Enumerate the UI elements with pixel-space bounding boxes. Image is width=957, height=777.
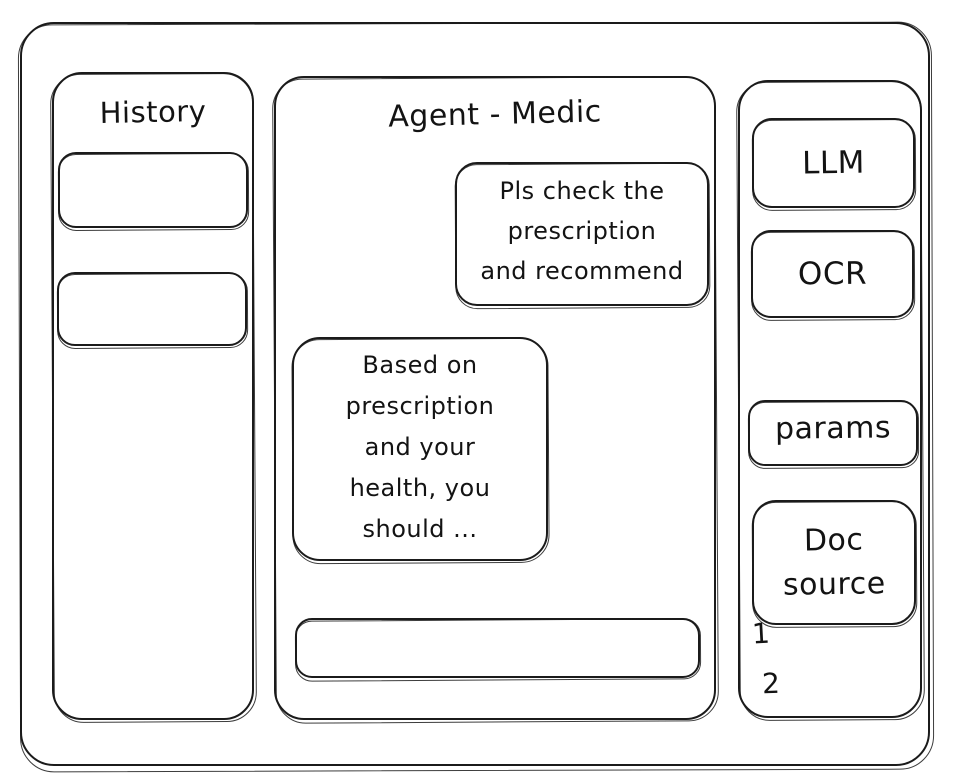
history-item[interactable] (57, 272, 247, 346)
agent-message-text: Based on prescription and your health, y… (345, 351, 495, 543)
tool-button-doc-source-label: Doc source (782, 522, 886, 603)
tool-button-params-label: params (774, 410, 892, 447)
tool-button-params[interactable] (748, 400, 918, 466)
window-frame (20, 22, 930, 766)
history-panel (52, 72, 254, 720)
tool-button-llm[interactable] (752, 118, 915, 208)
user-message-text: Pls check the prescription and recommend (480, 177, 684, 285)
tools-panel (738, 80, 922, 718)
tool-button-llm-label: LLM (801, 144, 866, 182)
message-input[interactable] (295, 618, 700, 678)
doc-source-list-item[interactable]: 2 (761, 666, 781, 701)
agent-message-bubble (292, 337, 548, 561)
agent-chat-panel (274, 76, 716, 720)
tool-button-ocr[interactable] (751, 230, 914, 318)
doc-source-list-item[interactable]: 1 (751, 616, 772, 651)
tool-button-doc-source[interactable] (752, 500, 916, 625)
user-message-bubble (455, 162, 709, 306)
history-panel-title: History (99, 93, 207, 131)
history-item[interactable] (58, 152, 248, 228)
tool-button-ocr-label: OCR (797, 255, 868, 293)
